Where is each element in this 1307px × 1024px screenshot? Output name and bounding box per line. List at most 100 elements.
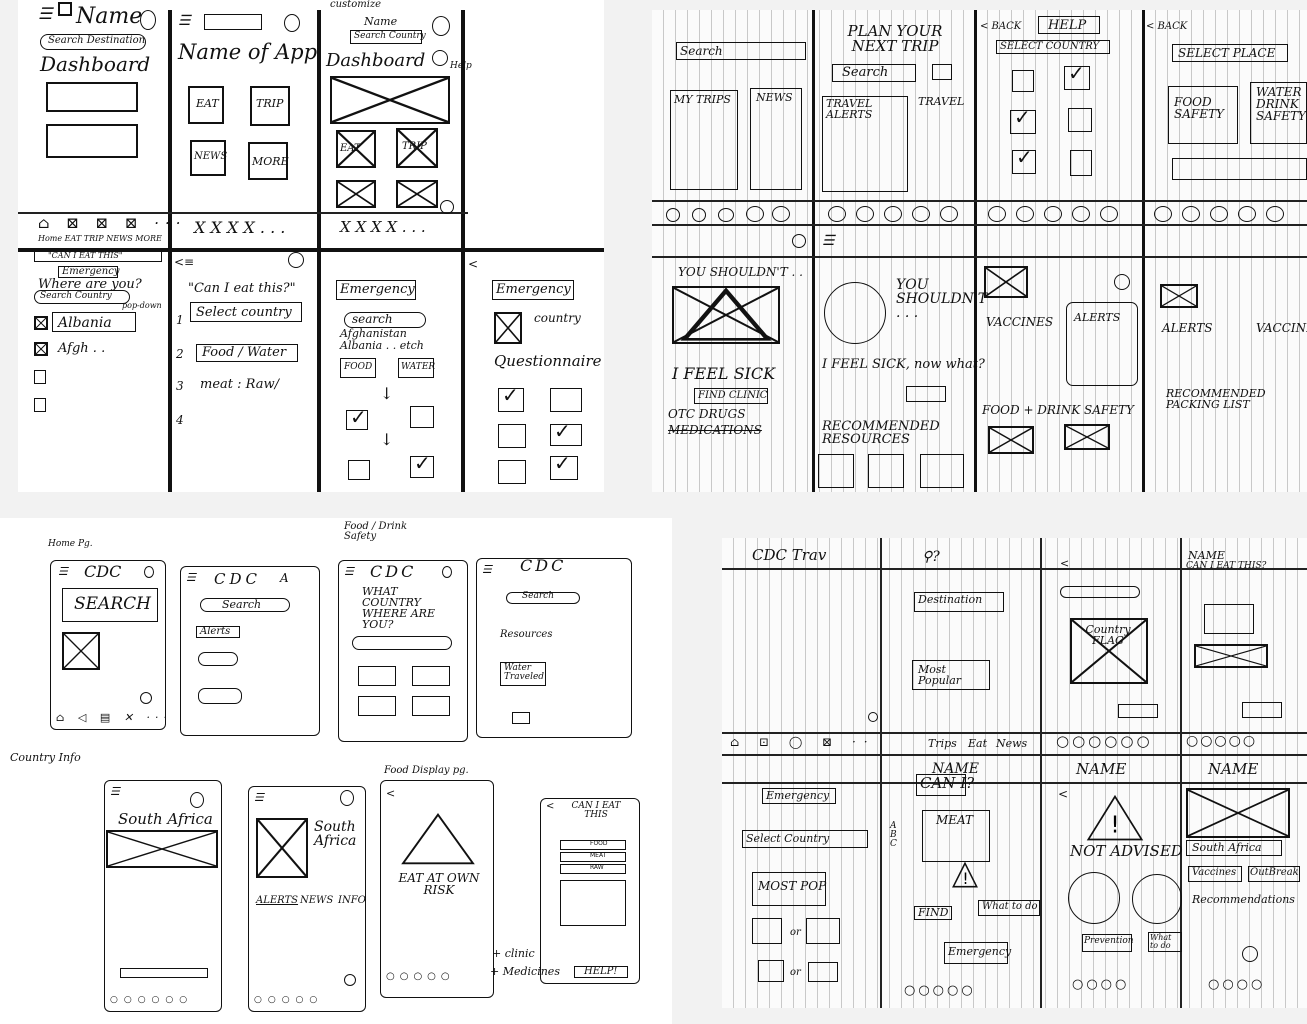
search-input[interactable] <box>40 34 146 50</box>
tab-icons[interactable]: ○○○○○ <box>254 995 324 1005</box>
tab-icon[interactable] <box>666 208 680 222</box>
alerts-card[interactable] <box>1066 302 1138 386</box>
food-safety-card[interactable] <box>1168 86 1238 144</box>
resource-tile[interactable] <box>920 454 964 488</box>
search-input[interactable] <box>204 14 262 30</box>
water-link[interactable]: Water Traveled <box>504 663 545 682</box>
tab-home[interactable]: Home <box>38 234 63 243</box>
tab-icons[interactable]: ○○○○ <box>1072 977 1130 992</box>
option-tile[interactable] <box>412 666 450 686</box>
tile[interactable] <box>512 712 530 724</box>
option-tile[interactable] <box>412 696 450 716</box>
tab-trip[interactable]: TRIP <box>83 234 104 243</box>
profile-icon[interactable] <box>340 790 354 806</box>
vaccines-button[interactable] <box>1188 866 1242 882</box>
tab-icon[interactable] <box>746 206 764 222</box>
tile-trip[interactable] <box>396 128 438 168</box>
checkbox[interactable] <box>1070 150 1092 176</box>
button[interactable] <box>906 386 946 402</box>
most-pop-card[interactable] <box>752 872 826 906</box>
back-icon[interactable]: < <box>468 257 479 271</box>
tab-icon[interactable] <box>692 208 706 222</box>
option-tile[interactable] <box>758 960 784 982</box>
back-icon[interactable]: <≡ <box>174 255 195 269</box>
back-icon[interactable]: < <box>1058 787 1069 801</box>
tab-icon[interactable] <box>1100 206 1118 222</box>
checkbox[interactable] <box>34 342 48 356</box>
tab-eat[interactable]: Eat <box>968 737 988 750</box>
search-input[interactable] <box>506 592 580 604</box>
tile-more[interactable] <box>248 142 288 180</box>
bar[interactable] <box>1172 158 1307 180</box>
profile-icon[interactable] <box>284 14 300 32</box>
add-icon[interactable] <box>344 974 356 986</box>
select-country[interactable] <box>190 302 302 322</box>
tab-icon[interactable] <box>1072 206 1090 222</box>
menu-icon[interactable]: ☰ <box>186 571 196 584</box>
checkbox[interactable] <box>34 398 46 412</box>
prevention-button[interactable] <box>1082 934 1132 952</box>
profile-icon[interactable]: ⚲? <box>922 549 940 565</box>
tab-icon[interactable] <box>1266 206 1284 222</box>
water-card[interactable] <box>500 662 546 686</box>
checkbox[interactable] <box>1010 105 1036 134</box>
option-tile[interactable] <box>808 962 838 982</box>
option-tile[interactable] <box>358 666 396 686</box>
tab-alerts[interactable]: ALERTS <box>256 895 299 906</box>
back-button[interactable]: < BACK <box>1146 21 1188 32</box>
tab-icon[interactable] <box>772 206 790 222</box>
tile-news[interactable] <box>190 140 226 176</box>
tab-icon[interactable] <box>1154 206 1172 222</box>
meat-card[interactable] <box>922 810 990 862</box>
tab-icon[interactable] <box>912 206 930 222</box>
profile-icon[interactable] <box>190 792 204 808</box>
tab-trips[interactable]: Trips <box>928 737 957 750</box>
tab-icons[interactable]: ⌂ ⊠ ⊠ ⊠ ··· <box>38 214 187 232</box>
my-trips-card[interactable] <box>670 90 738 190</box>
search-input[interactable] <box>676 42 806 60</box>
checkbox[interactable] <box>1064 61 1090 90</box>
emergency-button[interactable] <box>492 280 574 300</box>
option-tile[interactable] <box>752 918 782 944</box>
tab-eat[interactable]: EAT <box>64 234 82 243</box>
tab-icons[interactable]: ○○○○○○ <box>110 995 194 1005</box>
tab-icons[interactable]: ○○○○○○ <box>1056 732 1153 750</box>
menu-icon[interactable]: ☰ <box>822 233 835 249</box>
search-input[interactable] <box>350 30 422 44</box>
checkbox[interactable] <box>348 460 370 480</box>
tab-icons[interactable]: ⌂ ⊡ ◯ ⊠ ·· <box>730 735 876 749</box>
emergency-button[interactable] <box>944 942 1008 964</box>
menu-icon[interactable]: ☰ <box>58 565 68 578</box>
checkbox[interactable] <box>550 388 582 412</box>
add-icon[interactable] <box>440 200 454 214</box>
tile-trip[interactable] <box>250 86 290 126</box>
add-icon[interactable] <box>868 712 878 722</box>
help-icon[interactable] <box>432 50 448 66</box>
checkbox[interactable] <box>34 316 48 330</box>
tab-icons[interactable]: ⌂ ◁ ▤ ✕ ··· <box>56 711 172 724</box>
tab-news[interactable]: News <box>996 737 1028 750</box>
add-icon[interactable] <box>1114 274 1130 290</box>
checkbox[interactable] <box>1012 145 1036 174</box>
menu-icon[interactable]: ☰ <box>482 563 492 576</box>
tabbar[interactable]: X X X X . . . <box>194 218 286 237</box>
profile-icon[interactable] <box>140 10 156 30</box>
tab-icons[interactable]: ○○○○○ <box>1186 733 1258 749</box>
search-input[interactable] <box>200 598 290 612</box>
alphabet-index[interactable]: A B C <box>890 821 897 849</box>
checkbox[interactable] <box>550 451 578 480</box>
add-icon[interactable] <box>1242 946 1258 962</box>
tab-icon[interactable] <box>1238 206 1256 222</box>
resource-tile[interactable] <box>868 454 904 488</box>
back-button[interactable]: < BACK <box>980 21 1022 32</box>
next-button[interactable] <box>1118 704 1158 718</box>
food-button[interactable] <box>340 358 376 378</box>
tile[interactable] <box>396 180 438 208</box>
checkbox[interactable] <box>498 383 524 412</box>
search-input[interactable] <box>1060 586 1140 598</box>
menu-icon[interactable]: ☰ <box>344 565 354 578</box>
checkbox[interactable] <box>410 406 434 428</box>
back-icon[interactable]: < <box>546 801 555 812</box>
tab-icon[interactable] <box>718 208 734 222</box>
country-option[interactable]: Afghanistan <box>340 327 407 340</box>
